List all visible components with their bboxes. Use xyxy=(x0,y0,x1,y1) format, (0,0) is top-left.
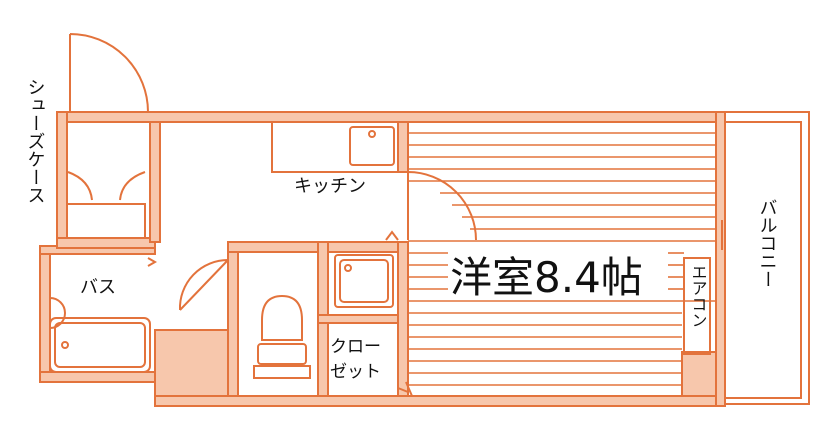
bath-door xyxy=(178,258,229,311)
aircon-label: エアコン xyxy=(689,264,708,328)
room-door xyxy=(407,171,477,241)
aircon-unit xyxy=(683,257,711,355)
balcony-label: バルコニー xyxy=(757,198,778,288)
kitchen-label: キッチン xyxy=(294,176,366,197)
outer-walls xyxy=(39,111,726,407)
shoe-case-label: シューズケース xyxy=(25,78,46,204)
kitchen-sink xyxy=(349,126,395,166)
bath-label: バス xyxy=(80,277,116,298)
flooring-lines xyxy=(408,132,716,386)
entrance-door xyxy=(69,33,149,113)
bathtub xyxy=(49,317,151,373)
kitchen-counter xyxy=(271,121,399,173)
toilet xyxy=(261,294,303,341)
washing-machine xyxy=(334,254,394,308)
main-room-label: 洋室8.4帖 xyxy=(450,253,643,302)
closet-label-line1: クロー xyxy=(330,337,381,357)
shoe-case xyxy=(66,203,146,239)
closet-label-line2: ゼット xyxy=(330,362,381,382)
